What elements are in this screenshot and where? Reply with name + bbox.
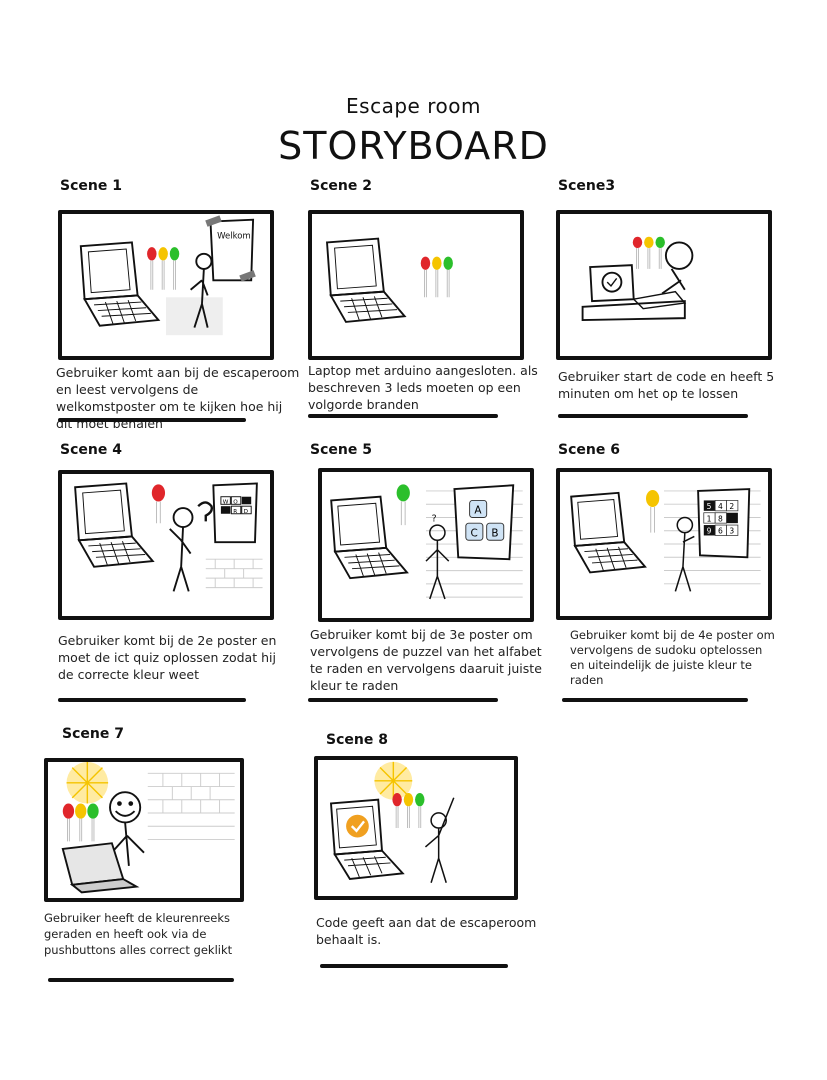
sudoku-cell: 6 <box>718 527 723 536</box>
laptop-icon <box>61 842 140 894</box>
scene-8-underline <box>320 964 508 968</box>
scene-1-frame: Welkom <box>58 210 274 360</box>
scene-1-underline <box>58 418 246 422</box>
led-lights <box>147 247 180 290</box>
scene-4-caption: Gebruiker komt bij de 2e poster en moet … <box>58 633 277 682</box>
poster-letter: W <box>223 499 229 505</box>
scene-3-label: Scene3 <box>558 178 616 194</box>
led-lights <box>392 793 425 828</box>
svg-text:?: ? <box>432 513 437 524</box>
scene-4-underline <box>58 698 246 702</box>
scene-5-caption: Gebruiker komt bij de 3e poster om vervo… <box>310 627 542 693</box>
cheering-stick-figure <box>424 797 455 883</box>
scene-7-frame <box>44 758 244 902</box>
scene-1-illustration: Welkom <box>79 215 256 336</box>
scene-6-illustration: 5 4 2 1 8 9 6 3 <box>570 488 761 592</box>
laptop-icon <box>74 482 155 568</box>
scene-3-frame <box>556 210 772 360</box>
quiz-poster: W O R D <box>212 482 258 544</box>
laptop-icon <box>329 798 405 881</box>
scene-5-frame: ? A C B <box>318 468 534 622</box>
scene-2-label: Scene 2 <box>310 178 372 194</box>
poster-letter: O <box>233 499 238 505</box>
scene-2-underline <box>308 414 498 418</box>
led-lights <box>632 236 665 269</box>
light-glow-icon <box>66 762 109 804</box>
scene-7-underline <box>48 978 234 982</box>
scene-3-caption: Gebruiker start de code en heeft 5 minut… <box>558 369 775 401</box>
poster-letter: R <box>233 509 237 515</box>
sudoku-cell: 9 <box>707 527 712 536</box>
scene-7-caption: Gebruiker heeft de kleurenreeks geraden … <box>44 911 233 957</box>
scene-5-underline <box>308 698 498 702</box>
scene-6-frame: 5 4 2 1 8 9 6 3 <box>556 468 772 620</box>
welcome-poster: Welkom <box>205 215 256 282</box>
sudoku-cell: 3 <box>729 527 734 536</box>
scene-4-label: Scene 4 <box>60 442 122 458</box>
scene-6-caption: Gebruiker komt bij de 4e poster om vervo… <box>570 628 775 687</box>
laptop-icon <box>326 237 407 323</box>
poster-letter: C <box>471 527 478 539</box>
laptop-icon <box>589 264 687 310</box>
page-title: STORYBOARD <box>278 124 549 168</box>
scene-5-label: Scene 5 <box>310 442 372 458</box>
scene-6-label: Scene 6 <box>558 442 620 458</box>
scene-3-underline <box>558 414 748 418</box>
light-glow-icon <box>374 761 413 800</box>
sudoku-cell: 4 <box>718 502 723 511</box>
stick-figure <box>190 252 213 328</box>
scene-7-label: Scene 7 <box>62 726 124 742</box>
sudoku-poster: 5 4 2 1 8 9 6 3 <box>697 488 751 559</box>
green-led <box>396 484 410 526</box>
led-lights <box>420 256 453 298</box>
scene-3-illustration <box>581 236 694 321</box>
stick-figure <box>674 516 695 592</box>
scene-8-frame <box>314 756 518 900</box>
scene-1-label: Scene 1 <box>60 178 122 194</box>
poster-letter: D <box>244 509 249 515</box>
page-subtitle: Escape room <box>346 94 481 118</box>
brick-wall <box>205 558 263 589</box>
laptop-icon <box>330 495 409 580</box>
sudoku-cell: 2 <box>729 502 734 511</box>
scene-7-illustration <box>61 762 235 894</box>
brick-wall <box>147 772 235 840</box>
alphabet-poster: A C B <box>453 484 515 561</box>
scene-4-illustration: W O R D <box>74 482 263 592</box>
stick-figure <box>169 501 213 592</box>
scene-8-illustration <box>329 761 455 883</box>
scene-8-caption: Code geeft aan dat de escaperoom behaalt… <box>316 915 537 947</box>
yellow-led <box>646 490 660 533</box>
laptop-icon <box>570 491 647 574</box>
stick-figure: ? <box>425 513 450 600</box>
check-circle-icon <box>346 814 369 838</box>
scene-2-illustration <box>326 237 453 323</box>
scene-4-frame: W O R D <box>58 470 274 620</box>
poster-text: Welkom <box>217 232 251 242</box>
scene-2-caption: Laptop met arduino aangesloten. als besc… <box>308 363 538 412</box>
stick-figure <box>661 241 694 295</box>
scene-5-illustration: ? A C B <box>330 484 523 600</box>
sudoku-cell: 1 <box>707 514 712 523</box>
laptop-icon <box>79 241 161 327</box>
scene-2-frame <box>308 210 524 360</box>
scene-8-label: Scene 8 <box>326 732 388 748</box>
happy-stick-figure <box>109 791 145 866</box>
scene-6-underline <box>562 698 748 702</box>
led-lights <box>62 803 99 842</box>
sudoku-cell: 5 <box>707 502 712 511</box>
scene-1-caption: Gebruiker komt aan bij de escaperoom en … <box>56 365 300 431</box>
red-led <box>151 484 166 524</box>
poster-letter: A <box>474 505 482 517</box>
poster-letter: B <box>491 527 498 539</box>
sudoku-cell: 8 <box>718 514 723 523</box>
